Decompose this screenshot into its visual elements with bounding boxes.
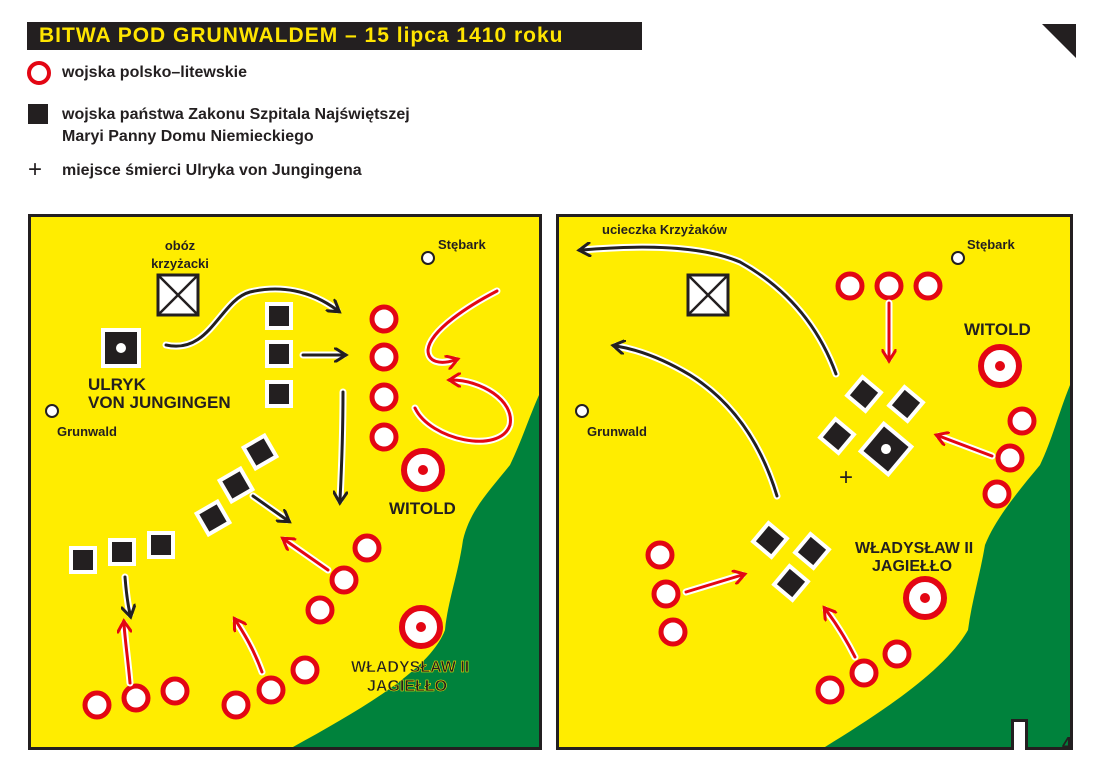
map-phase-1: Stębark Grunwald obóz krzyżacki ULRYK VO…	[28, 214, 542, 750]
polish-army	[85, 693, 109, 717]
polish-army	[661, 620, 685, 644]
polish-army	[1010, 409, 1034, 433]
teutonic-attack-arrow	[340, 390, 343, 500]
ulryk-commander-icon	[101, 328, 141, 368]
page-number: 4	[1062, 734, 1073, 754]
polish-attack-arrow	[826, 610, 857, 659]
teutonic-army-legend-icon	[28, 104, 48, 124]
legend-teutonic-line2: Maryi Panny Domu Niemieckiego	[62, 128, 314, 145]
polish-army	[818, 678, 842, 702]
forest-area-2	[825, 385, 1070, 747]
witold-commander-icon	[404, 451, 442, 489]
polish-army	[124, 686, 148, 710]
teutonic-retreat-arrow	[582, 247, 838, 376]
polish-army	[654, 582, 678, 606]
polish-attack-arrow	[285, 540, 330, 572]
polish-army	[372, 345, 396, 369]
ulryk-label-line1: ULRYK	[88, 375, 147, 394]
jagiello-commander-icon	[402, 608, 440, 646]
polish-army	[998, 446, 1022, 470]
grunwald-label-2: Grunwald	[587, 424, 647, 439]
teutonic-retreat-arrow	[616, 346, 779, 498]
polish-army	[332, 568, 356, 592]
death-place-legend-icon: +	[28, 156, 43, 183]
polish-army-legend-icon	[27, 61, 51, 85]
legend-polish-lithuanian: wojska polsko–litewskie	[62, 64, 247, 81]
stebark-town-marker	[421, 251, 435, 265]
camp-label-line1: obóz	[165, 238, 196, 253]
jagiello-label-2-line2: JAGIEŁŁO	[872, 558, 952, 575]
teutonic-camp-icon-2	[686, 273, 730, 317]
polish-army	[877, 274, 901, 298]
stebark-label: Stębark	[438, 237, 486, 252]
teutonic-army	[265, 380, 293, 408]
ulryk-label-line2: VON JUNGINGEN	[88, 393, 231, 412]
teutonic-army	[108, 538, 136, 566]
teutonic-army	[265, 340, 293, 368]
polish-army	[372, 385, 396, 409]
teutonic-attack-arrow	[125, 575, 130, 614]
legend-death-place: miejsce śmierci Ulryka von Jungingena	[62, 162, 362, 179]
witold-label: WITOLD	[389, 499, 456, 518]
polish-army	[308, 598, 332, 622]
polish-army	[259, 678, 283, 702]
polish-army	[916, 274, 940, 298]
polish-army	[852, 661, 876, 685]
teutonic-army	[147, 531, 175, 559]
grunwald-town-marker-2	[575, 404, 589, 418]
flight-label: ucieczka Krzyżaków	[602, 222, 728, 237]
grunwald-label: Grunwald	[57, 424, 117, 439]
jagiello-label-2-line1: WŁADYSŁAW II	[855, 540, 973, 557]
polish-counterattack-arrow	[426, 289, 499, 362]
polish-army	[293, 658, 317, 682]
map-phase-2: Stębark Grunwald ucieczka Krzyżaków +	[556, 214, 1073, 750]
jagiello-label-line2: JAGIEŁŁO	[367, 678, 447, 695]
teutonic-army	[265, 302, 293, 330]
polish-army	[648, 543, 672, 567]
polish-army	[885, 642, 909, 666]
witold-label-2: WITOLD	[964, 320, 1031, 339]
witold-commander-icon-2	[981, 347, 1019, 385]
field-area-2	[559, 217, 1070, 747]
polish-army	[838, 274, 862, 298]
polish-army	[372, 307, 396, 331]
polish-army	[355, 536, 379, 560]
polish-counterattack-arrow	[413, 380, 512, 443]
polish-attack-arrow	[124, 624, 130, 685]
teutonic-camp-icon	[156, 273, 200, 317]
stebark-label-2: Stębark	[967, 237, 1015, 252]
polish-army	[985, 482, 1009, 506]
polish-attack-arrow	[236, 621, 264, 674]
teutonic-attack-arrow	[251, 494, 287, 520]
jagiello-commander-icon-2	[906, 579, 944, 617]
polish-attack-arrow	[939, 436, 994, 458]
forest-area	[293, 395, 539, 747]
legend-teutonic-line1: wojska państwa Zakonu Szpitala Najświęts…	[62, 106, 410, 123]
teutonic-attack-arrow	[164, 287, 337, 348]
ulryk-death-place-icon: +	[839, 464, 853, 491]
jagiello-label-line1: WŁADYSŁAW II	[351, 659, 469, 676]
polish-army	[163, 679, 187, 703]
grunwald-town-marker	[45, 404, 59, 418]
page-title: BITWA POD GRUNWALDEM – 15 lipca 1410 rok…	[27, 22, 642, 50]
polish-army	[224, 693, 248, 717]
polish-army	[372, 425, 396, 449]
stebark-town-marker-2	[951, 251, 965, 265]
corner-mark	[1042, 24, 1076, 58]
teutonic-army	[69, 546, 97, 574]
polish-attack-arrow	[684, 575, 742, 594]
camp-label-line2: krzyżacki	[151, 256, 209, 271]
